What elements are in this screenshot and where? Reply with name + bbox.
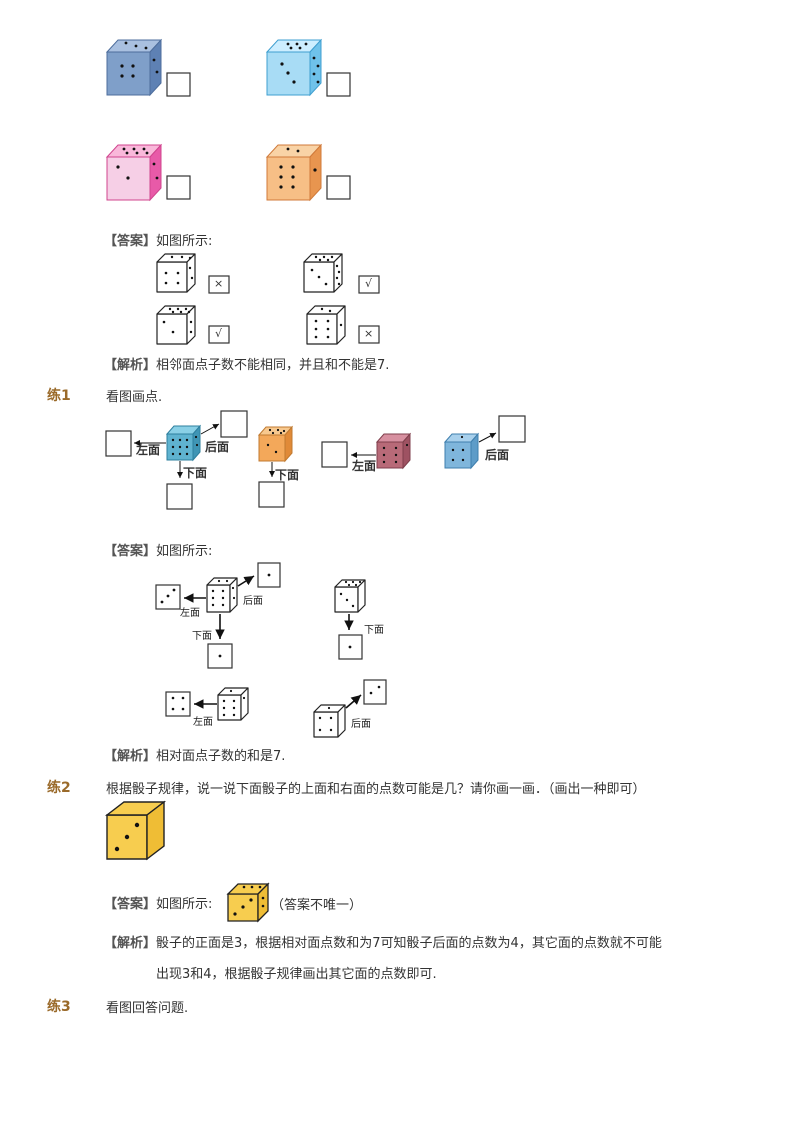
answer-cube-3 bbox=[156, 305, 196, 345]
answer-box[interactable] bbox=[166, 175, 191, 200]
ans-cube-b bbox=[334, 579, 366, 613]
mark-cross: × bbox=[364, 327, 374, 340]
analysis-label: 【解析】 bbox=[104, 936, 157, 951]
mark-box bbox=[208, 325, 230, 344]
hand-label-left: 左面 bbox=[180, 608, 200, 619]
mark-cross: × bbox=[214, 277, 224, 290]
back-face-box[interactable] bbox=[220, 410, 248, 438]
cube-sky bbox=[443, 432, 480, 470]
label-back: 后面 bbox=[485, 448, 510, 462]
analysis-3-line2: 出现3和4，根据骰子规律画出其它面的点数即可. bbox=[156, 967, 437, 982]
answer-text: 如图所示: bbox=[156, 544, 213, 559]
answer-label: 【答案】 bbox=[104, 544, 157, 559]
ans-cube-c bbox=[217, 687, 249, 721]
answer-box[interactable] bbox=[166, 72, 191, 97]
cube-blue-dark bbox=[105, 38, 163, 97]
hand-label-down: 下面 bbox=[192, 631, 212, 642]
label-left: 左面 bbox=[352, 459, 377, 473]
cube-rose bbox=[375, 432, 412, 470]
hand-label-back: 后面 bbox=[351, 719, 371, 730]
cube-blue-light bbox=[265, 38, 323, 97]
left-face-box[interactable] bbox=[105, 430, 132, 457]
ans-left-face-2 bbox=[165, 691, 191, 717]
mark-check: √ bbox=[365, 277, 373, 290]
analysis-label: 【解析】 bbox=[104, 358, 157, 373]
mark-box bbox=[208, 275, 230, 294]
cube-teal bbox=[165, 424, 202, 462]
answer-cube-2 bbox=[303, 253, 343, 293]
ans-cube-a bbox=[206, 577, 238, 613]
ans-back-face-2 bbox=[363, 679, 387, 705]
analysis-1: 【解析】相邻面点子数不能相同，并且和不能是7. bbox=[104, 354, 389, 373]
exercise-1-text: 看图画点. bbox=[106, 390, 163, 405]
hand-label-down: 下面 bbox=[364, 625, 384, 636]
mark-box bbox=[358, 325, 380, 344]
down-face-box-2[interactable] bbox=[258, 481, 285, 508]
answer-3: 【答案】如图所示: bbox=[104, 893, 212, 912]
answer-text: 如图所示: bbox=[156, 234, 213, 249]
analysis-text-line1: 骰子的正面是3，根据相对面点数和为7可知骰子后面的点数为4，其它面的点数就不可能 bbox=[156, 936, 662, 951]
exercise-3-text: 看图回答问题. bbox=[106, 1001, 189, 1016]
label-down: 下面 bbox=[183, 466, 208, 480]
mark-box bbox=[358, 275, 380, 294]
exercise-2-number: 练2 bbox=[47, 780, 71, 796]
cube-orange-small bbox=[257, 425, 294, 463]
answer-label: 【答案】 bbox=[104, 234, 157, 249]
analysis-text: 相对面点子数的和是7. bbox=[156, 749, 286, 764]
label-back: 后面 bbox=[205, 440, 230, 454]
answer-cube-4 bbox=[306, 305, 346, 345]
ans-left-face bbox=[155, 584, 181, 610]
answer-1: 【答案】如图所示: bbox=[104, 230, 212, 249]
yellow-die bbox=[104, 800, 167, 861]
answer-box[interactable] bbox=[326, 72, 351, 97]
answer-cube-1 bbox=[156, 253, 196, 293]
answer-2: 【答案】如图所示: bbox=[104, 540, 212, 559]
exercise-3-number: 练3 bbox=[47, 999, 71, 1015]
analysis-2: 【解析】相对面点子数的和是7. bbox=[104, 745, 285, 764]
left-face-box-2[interactable] bbox=[321, 441, 348, 468]
mark-check: √ bbox=[215, 327, 223, 340]
exercise-1-number: 练1 bbox=[47, 388, 71, 404]
exercise-2-text: 根据骰子规律，说一说下面骰子的上面和右面的点数可能是几？请你画一画．（画出一种即… bbox=[106, 782, 646, 797]
label-down: 下面 bbox=[275, 468, 300, 482]
hand-label-left: 左面 bbox=[193, 717, 213, 728]
down-face-box[interactable] bbox=[166, 483, 193, 510]
back-face-box-2[interactable] bbox=[498, 415, 526, 443]
cube-orange bbox=[265, 143, 323, 202]
analysis-text: 相邻面点子数不能相同，并且和不能是7. bbox=[156, 358, 390, 373]
analysis-label: 【解析】 bbox=[104, 749, 157, 764]
label-left: 左面 bbox=[136, 443, 161, 457]
answer-text: 如图所示: bbox=[156, 897, 213, 912]
answer-box[interactable] bbox=[326, 175, 351, 200]
ans-cube-d bbox=[313, 704, 346, 738]
cube-pink bbox=[105, 143, 163, 202]
hand-label-back: 后面 bbox=[243, 596, 263, 607]
answer-note: （答案不唯一） bbox=[271, 898, 363, 913]
yellow-die-answer bbox=[226, 882, 270, 923]
answer-label: 【答案】 bbox=[104, 897, 157, 912]
analysis-3: 【解析】骰子的正面是3，根据相对面点数和为7可知骰子后面的点数为4，其它面的点数… bbox=[104, 932, 662, 951]
